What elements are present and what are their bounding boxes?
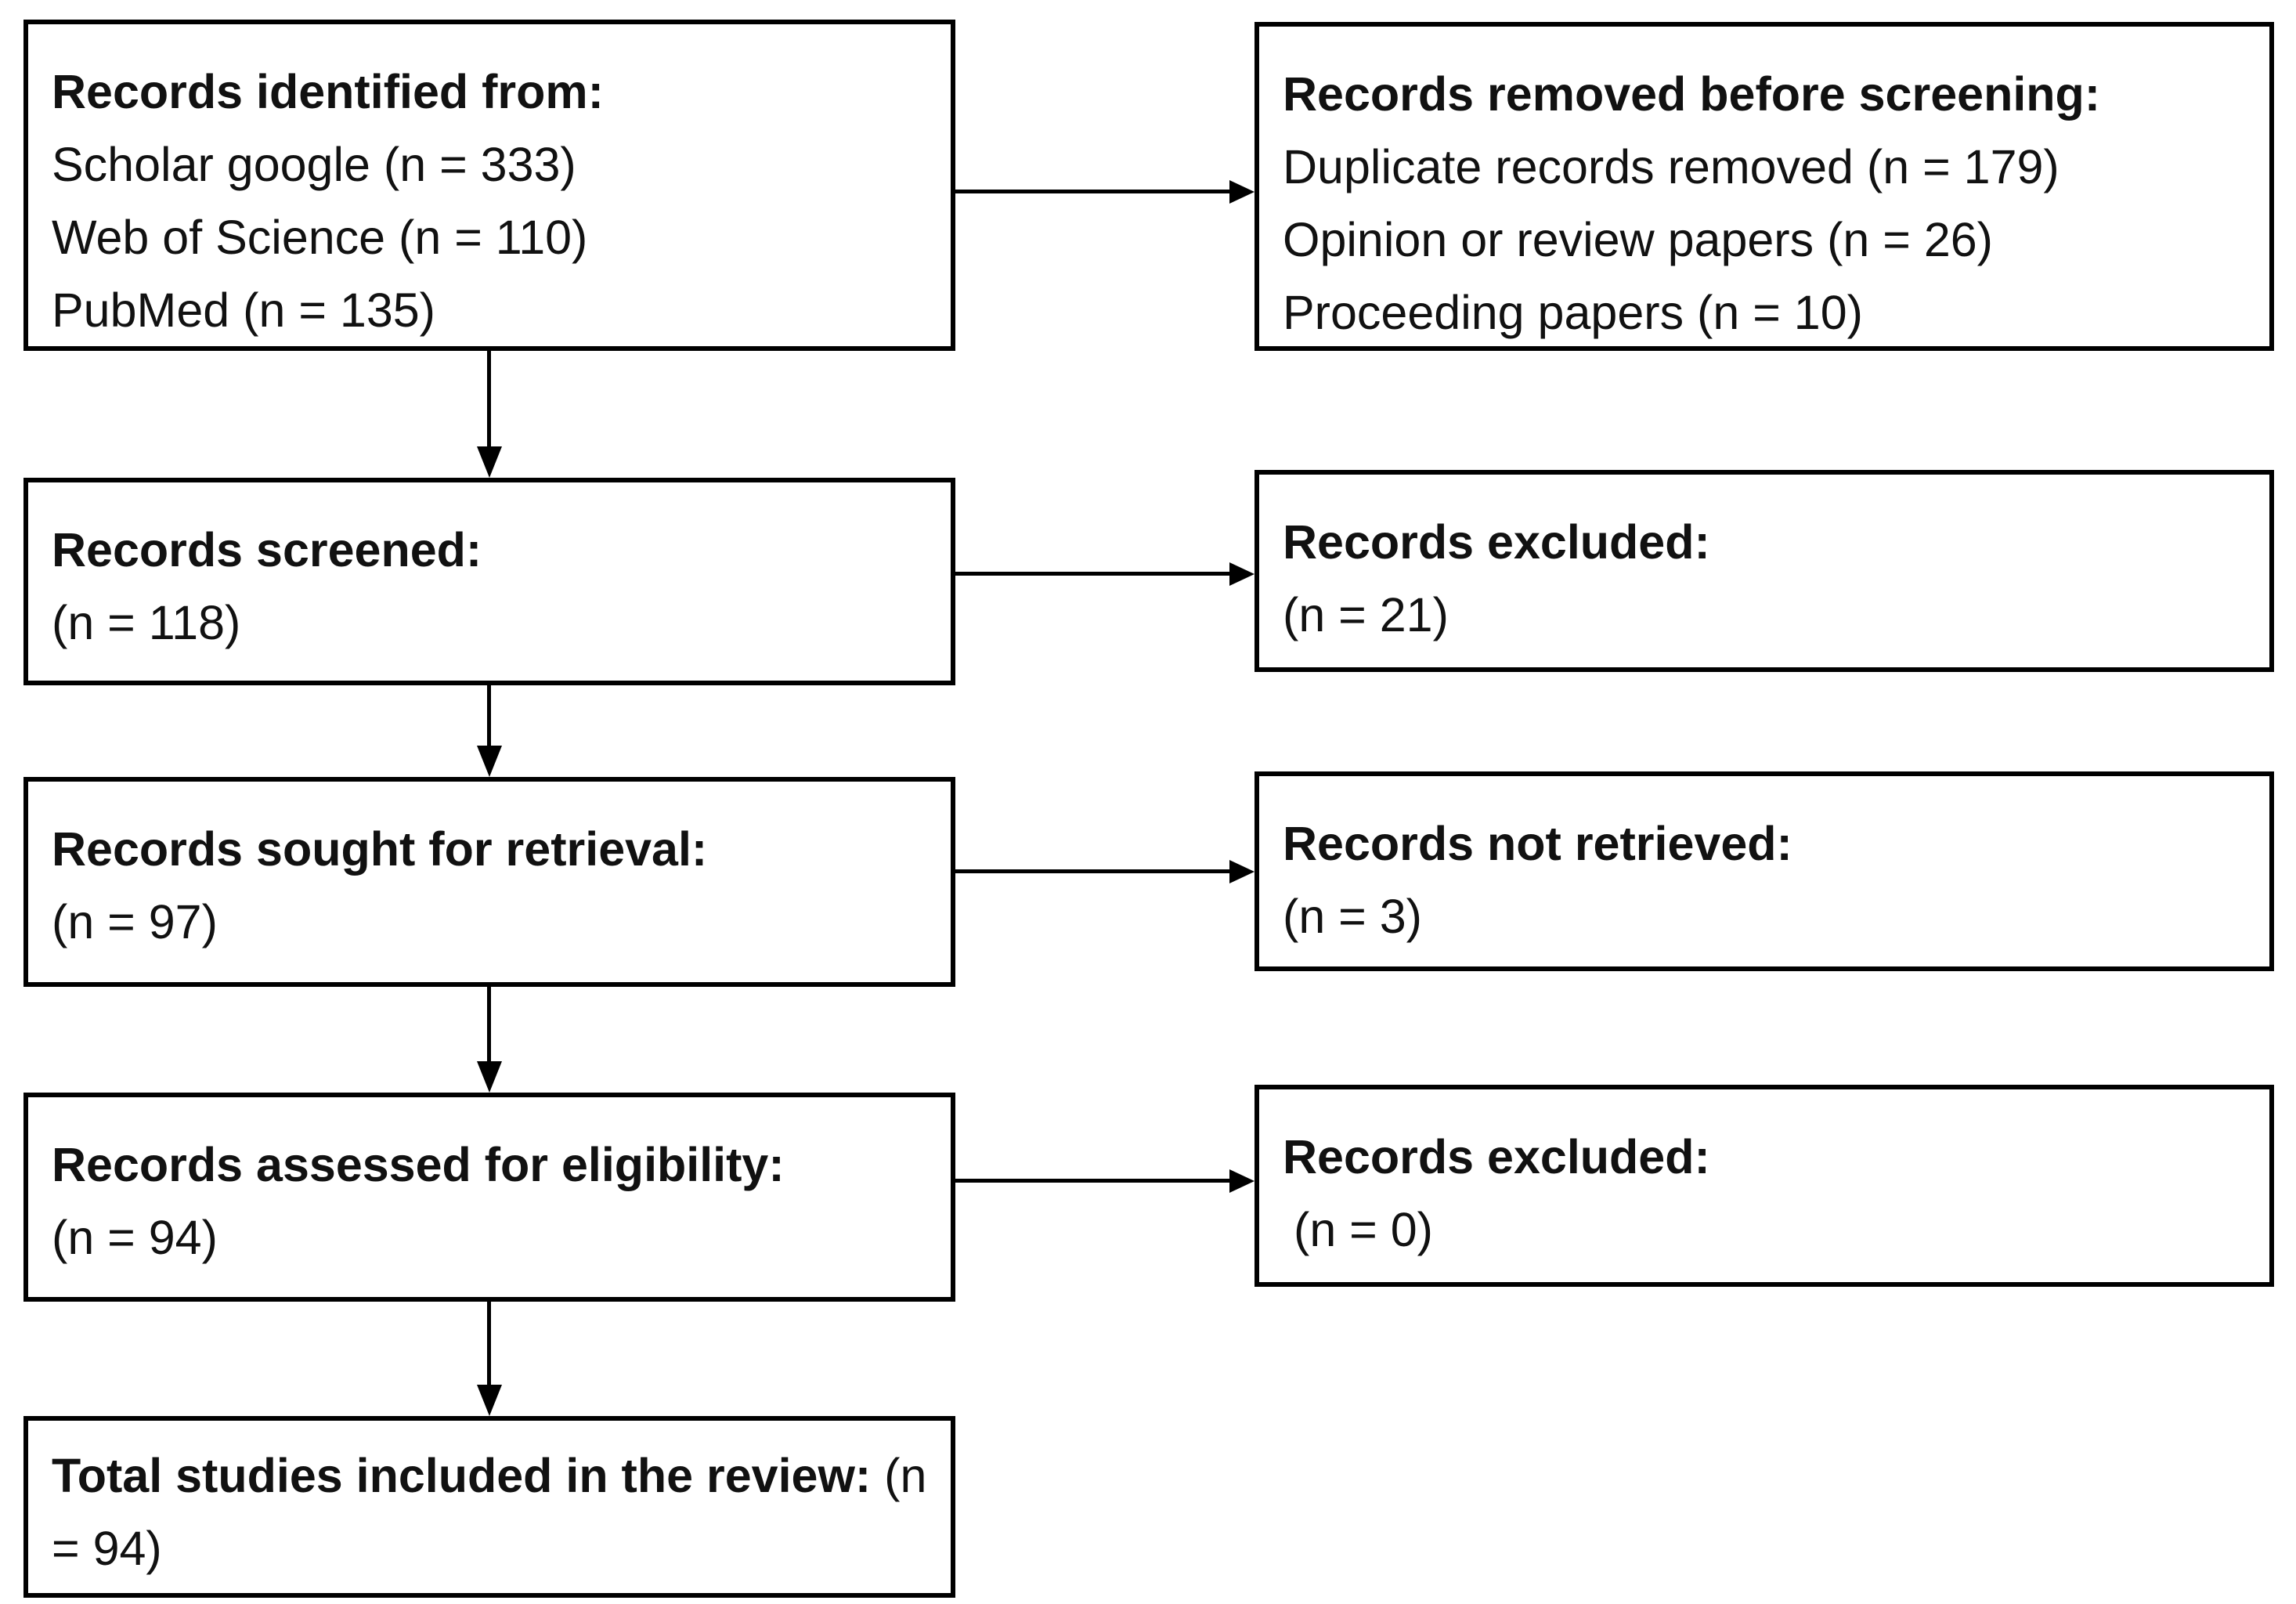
arrowhead-down-icon [477, 746, 502, 777]
box-title: Records not retrieved: [1283, 817, 1792, 870]
box-count: (n = 118) [52, 596, 241, 649]
box-text: Total studies included in the review: (n… [52, 1440, 935, 1585]
arrowhead-right-icon [1229, 1169, 1254, 1193]
box-count: (n = 3) [1283, 890, 1422, 943]
box-title: Total studies included in the review: [52, 1449, 872, 1502]
box-records-not-retrieved: Records not retrieved: (n = 3) [1254, 771, 2274, 971]
box-title: Records identified from: [52, 65, 604, 118]
arrow-line [487, 1302, 491, 1388]
box-count: (n = 0) [1294, 1203, 1433, 1256]
arrow-line [487, 685, 491, 749]
box-detail-line: Duplicate records removed (n = 179) [1283, 140, 2060, 193]
box-records-assessed-for-eligibility: Records assessed for eligibility: (n = 9… [23, 1093, 955, 1302]
box-count: (n = 94) [52, 1449, 927, 1575]
box-records-screened: Records screened: (n = 118) [23, 478, 955, 685]
box-detail-line: Opinion or review papers (n = 26) [1283, 213, 1993, 266]
box-records-excluded-eligibility: Records excluded: (n = 0) [1254, 1085, 2274, 1287]
box-title: Records excluded: [1283, 1130, 1710, 1183]
box-records-sought-for-retrieval: Records sought for retrieval: (n = 97) [23, 777, 955, 987]
arrow-line [487, 351, 491, 450]
box-records-excluded-screening: Records excluded: (n = 21) [1254, 470, 2274, 672]
arrow-line [487, 987, 491, 1064]
box-count: (n = 97) [52, 895, 218, 948]
box-records-identified: Records identified from: Scholar google … [23, 20, 955, 351]
box-count: (n = 21) [1283, 588, 1449, 641]
arrowhead-down-icon [477, 1061, 502, 1093]
box-detail-line: Proceeding papers (n = 10) [1283, 286, 1863, 339]
box-records-removed-before-screening: Records removed before screening: Duplic… [1254, 22, 2274, 351]
arrow-line [954, 190, 1233, 193]
box-title: Records removed before screening: [1283, 67, 2101, 121]
arrowhead-right-icon [1229, 562, 1254, 586]
box-count: (n = 94) [52, 1211, 218, 1264]
box-detail-line: PubMed (n = 135) [52, 284, 435, 337]
arrowhead-right-icon [1229, 860, 1254, 883]
arrowhead-down-icon [477, 446, 502, 478]
box-title: Records assessed for eligibility: [52, 1138, 785, 1191]
arrowhead-right-icon [1229, 180, 1254, 204]
box-title: Records screened: [52, 523, 482, 576]
arrow-line [954, 572, 1233, 576]
box-detail-line: Scholar google (n = 333) [52, 138, 576, 191]
box-total-studies-included: Total studies included in the review: (n… [23, 1416, 955, 1598]
arrowhead-down-icon [477, 1385, 502, 1416]
box-detail-line: Web of Science (n = 110) [52, 211, 588, 264]
arrow-line [954, 869, 1233, 873]
box-title: Records excluded: [1283, 515, 1710, 569]
box-title: Records sought for retrieval: [52, 822, 708, 876]
arrow-line [954, 1179, 1233, 1183]
